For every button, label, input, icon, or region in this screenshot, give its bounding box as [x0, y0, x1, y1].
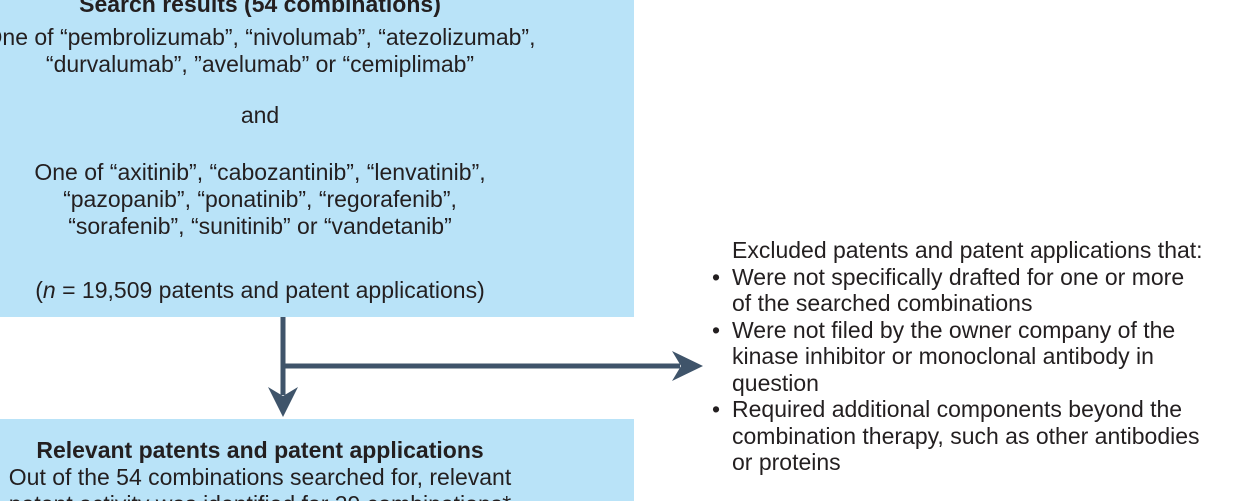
search-results-box: Search results (54 combinations) One of … [0, 0, 634, 317]
count-n-symbol: n [42, 277, 56, 303]
spacer [0, 240, 634, 277]
count-open-paren: ( [35, 277, 43, 303]
excluded-patents-block: Excluded patents and patent applications… [712, 237, 1203, 476]
excluded-bullet-1-line-2: of the searched combinations [732, 290, 1033, 316]
bullet-icon: • [712, 316, 721, 343]
excluded-bullet-3-line-3: or proteins [732, 449, 841, 475]
and-connector: and [240, 102, 280, 128]
relevant-patents-text: Relevant patents and patent applications… [0, 437, 634, 501]
bullet-icon: • [712, 396, 721, 422]
antibody-list-line-2: “durvalumab”, ”avelumab” or “cemiplimab” [45, 51, 475, 77]
patent-count-line: (n = 19,509 patents and patent applicati… [0, 277, 634, 304]
excluded-bullet-3-line-1: Required additional components beyond th… [732, 396, 1183, 422]
excluded-bullet-2-line-2: kinase inhibitor or monoclonal antibody … [732, 343, 1154, 369]
spacer [0, 129, 634, 159]
excluded-bullet-2-line-1: Were not filed by the owner company of t… [732, 316, 1176, 343]
right-arrow [283, 351, 703, 381]
spacer [0, 78, 634, 102]
relevant-patents-line-2: patent activity was identified for 29 co… [0, 491, 634, 501]
excluded-header: Excluded patents and patent applications… [732, 237, 1203, 263]
antibody-list-line-1: One of “pembrolizumab”, “nivolumab”, “at… [0, 24, 536, 50]
search-results-title: Search results (54 combinations) [79, 0, 441, 17]
relevant-patents-line-1: Out of the 54 combinations searched for,… [8, 464, 512, 490]
bullet-icon: • [712, 263, 721, 290]
excluded-bullet-3-line-2: combination therapy, such as other antib… [732, 422, 1200, 449]
excluded-bullet-3: • Required additional components beyond t… [712, 396, 1203, 423]
count-rest: = 19,509 patents and patent applications… [55, 277, 485, 303]
relevant-patents-title: Relevant patents and patent applications [36, 437, 484, 463]
kinase-inhibitor-list-line-2: “pazopanib”, “ponatinib”, “regorafenib”, [63, 186, 457, 212]
search-results-text: Search results (54 combinations) One of … [0, 0, 634, 304]
excluded-bullet-2: • Were not filed by the owner company of … [712, 317, 1203, 344]
kinase-inhibitor-list-line-1: One of “axitinib”, “cabozantinib”, “lenv… [34, 159, 486, 185]
down-arrow [268, 317, 298, 417]
excluded-bullet-1-line-1: Were not specifically drafted for one or… [732, 263, 1185, 290]
kinase-inhibitor-list-line-3: “sorafenib”, “sunitinib” or “vandetanib” [68, 213, 452, 239]
excluded-bullet-1: • Were not specifically drafted for one o… [712, 264, 1203, 291]
excluded-bullet-2-line-3: question [732, 369, 819, 396]
relevant-patents-box: Relevant patents and patent applications… [0, 419, 634, 501]
